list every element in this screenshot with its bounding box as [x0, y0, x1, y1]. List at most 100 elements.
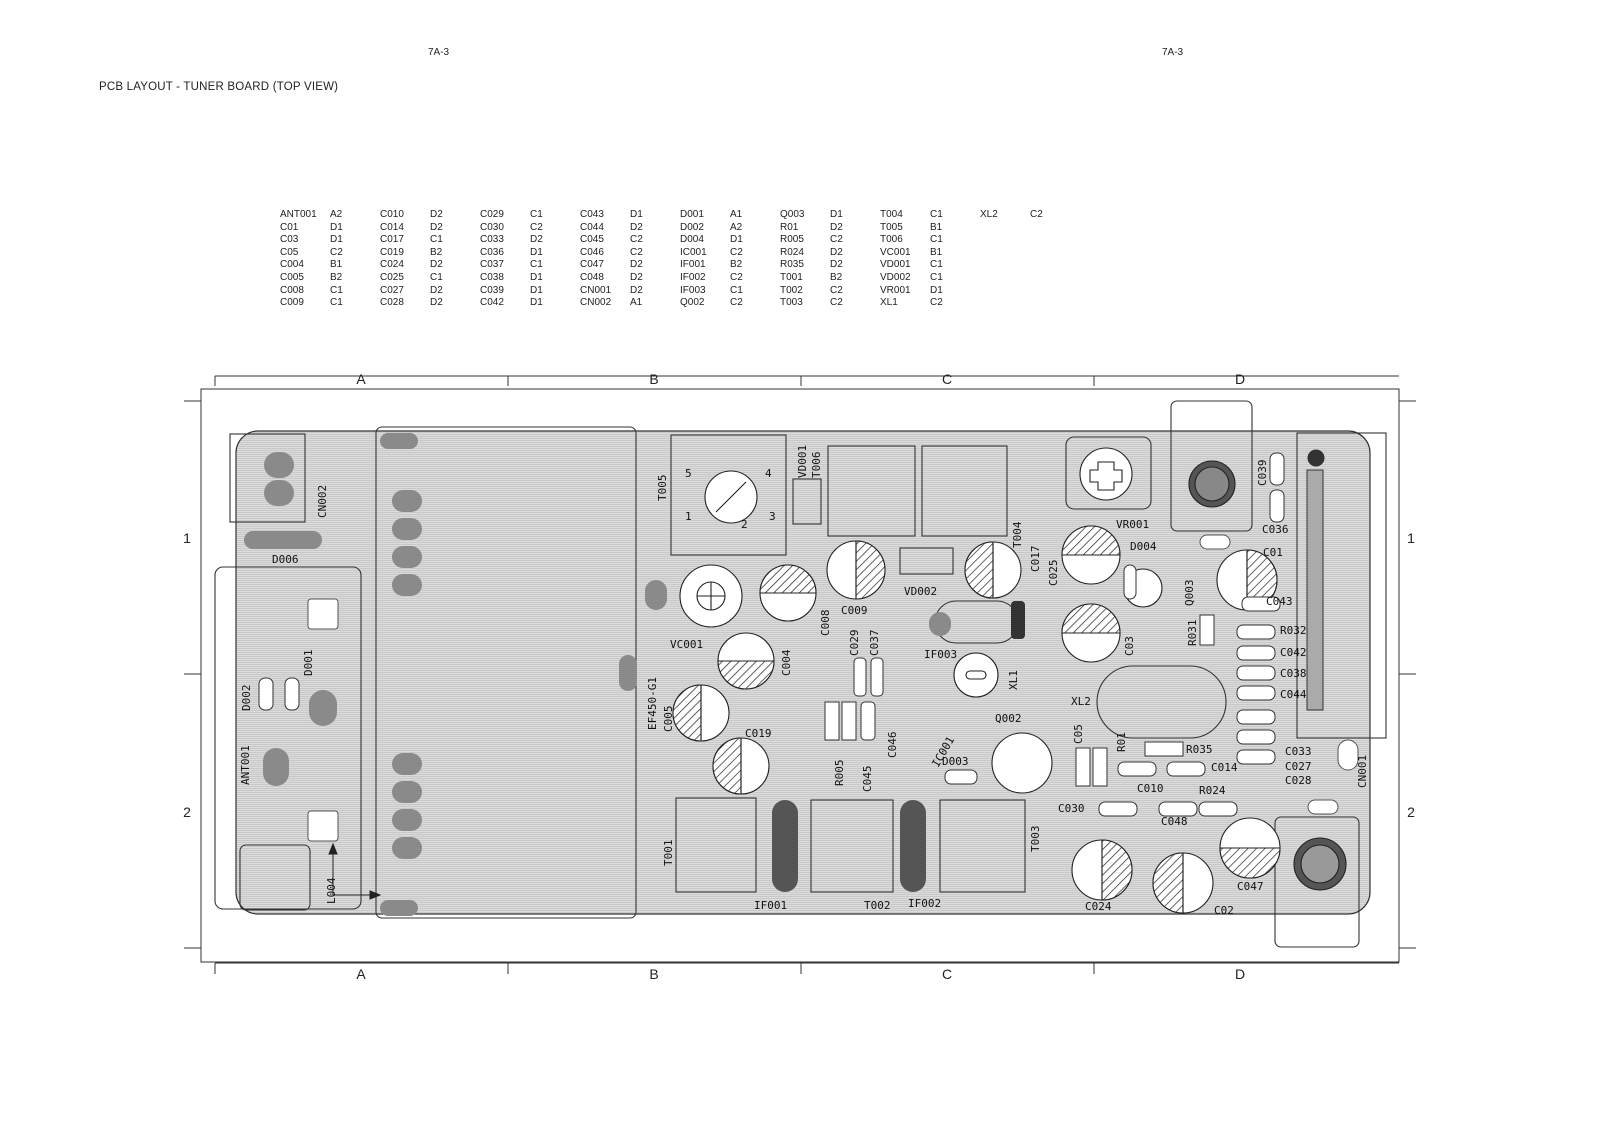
label-d004: D004 — [1130, 540, 1157, 553]
label-c05: C05 — [1072, 724, 1085, 744]
label-c008: C008 — [819, 610, 832, 637]
grid-row-1-right: 1 — [1407, 530, 1415, 546]
label-t005: T005 — [656, 475, 669, 502]
grid-col-b-top: B — [649, 371, 658, 387]
index-ref: D001 — [680, 209, 704, 220]
index-ref: C025 — [380, 271, 404, 283]
trimmer-parts — [679, 447, 1347, 891]
index-location: C1 — [530, 209, 543, 220]
index-ref: D004 — [680, 234, 704, 246]
index-ref: C05 — [280, 246, 299, 258]
index-location: D2 — [630, 271, 643, 283]
label-cn001: CN001 — [1356, 755, 1369, 788]
index-location: D1 — [930, 284, 943, 296]
index-location: D1 — [730, 234, 743, 246]
label-c047: C047 — [1237, 880, 1264, 893]
label-pin1: 1 — [685, 510, 692, 523]
label-d006: D006 — [272, 553, 299, 566]
label-ef450: EF450-G1 — [646, 677, 659, 730]
index-location: B2 — [330, 271, 343, 283]
label-vd002: VD002 — [904, 585, 937, 598]
label-c039: C039 — [1256, 460, 1269, 487]
index-ref: C038 — [480, 271, 504, 283]
index-ref: IF001 — [680, 259, 706, 271]
page-title: PCB LAYOUT - TUNER BOARD (TOP VIEW) — [99, 81, 339, 93]
label-c01: C01 — [1263, 546, 1283, 559]
index-location: D2 — [630, 259, 643, 271]
index-location: B1 — [930, 221, 943, 233]
label-r032: R032 — [1280, 624, 1307, 637]
index-ref: C048 — [580, 271, 604, 283]
label-c033: C033 — [1285, 745, 1312, 758]
electrolytic-capacitors — [672, 525, 1281, 914]
index-ref: C039 — [480, 284, 504, 296]
index-ref: C014 — [380, 221, 404, 233]
index-ref: C046 — [580, 246, 604, 258]
index-ref: C044 — [580, 221, 604, 233]
index-location: A2 — [330, 209, 343, 220]
index-ref: T002 — [780, 284, 803, 296]
index-location: C2 — [730, 246, 743, 258]
index-ref: C036 — [480, 246, 504, 258]
label-c038: C038 — [1280, 667, 1307, 680]
label-q003: Q003 — [1183, 580, 1196, 607]
label-t003: T003 — [1029, 826, 1042, 853]
label-d002: D002 — [240, 685, 253, 712]
label-vc001: VC001 — [670, 638, 703, 651]
label-t006: T006 — [810, 452, 823, 479]
index-ref: C009 — [280, 297, 304, 309]
label-c004: C004 — [780, 649, 793, 676]
index-location: D2 — [630, 221, 643, 233]
label-t004: T004 — [1011, 521, 1024, 548]
index-ref: C03 — [280, 234, 299, 246]
index-location: D1 — [630, 209, 643, 220]
label-r005: R005 — [833, 760, 846, 787]
index-location: D1 — [330, 221, 343, 233]
label-t002: T002 — [864, 899, 891, 912]
index-location: C1 — [730, 284, 743, 296]
diagram-frame — [200, 388, 1400, 963]
index-row: C05 C2 — [280, 247, 380, 260]
index-location: C1 — [930, 259, 943, 271]
index-location: C2 — [330, 246, 343, 258]
index-ref: C029 — [480, 209, 504, 220]
solder-pads — [244, 433, 1359, 916]
label-d001: D001 — [302, 650, 315, 677]
grid-row-2-right: 2 — [1407, 804, 1415, 820]
index-location: B1 — [930, 246, 943, 258]
index-ref: C037 — [480, 259, 504, 271]
label-c043: C043 — [1266, 595, 1293, 608]
label-c025: C025 — [1047, 560, 1060, 587]
label-l004: L004 — [325, 877, 338, 904]
index-location: D2 — [830, 221, 843, 233]
label-c046: C046 — [886, 732, 899, 759]
index-location: B1 — [330, 259, 343, 271]
grid-col-d-bottom: D — [1235, 966, 1245, 982]
grid-col-b-bottom: B — [649, 966, 658, 982]
index-location: D1 — [530, 284, 543, 296]
label-xl2: XL2 — [1071, 695, 1091, 708]
